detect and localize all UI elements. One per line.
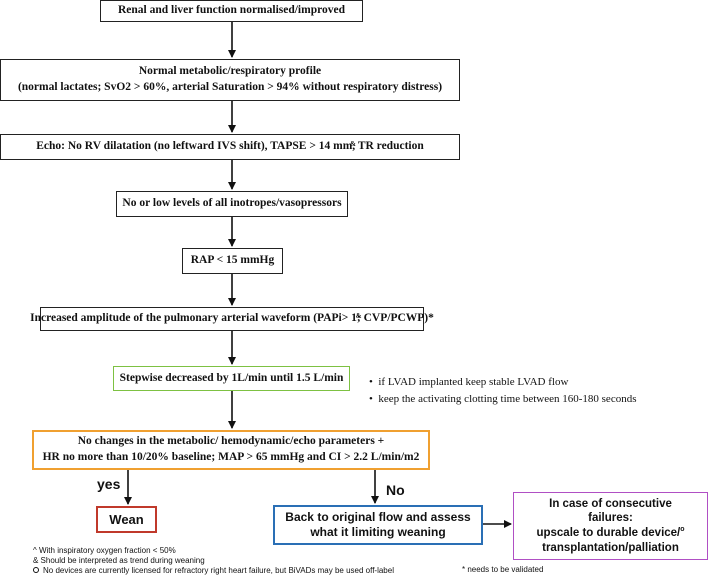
- no-label: No: [386, 482, 405, 498]
- echo-box: Echo: No RV dilatation (no leftward IVS …: [0, 134, 460, 160]
- stepwise-box: Stepwise decreased by 1L/min until 1.5 L…: [113, 366, 350, 391]
- consecutive-failures-box: In case of consecutive failures: upscale…: [513, 492, 708, 560]
- back-to-flow-box: Back to original flow and assess what it…: [273, 505, 483, 545]
- footnote-caret: ^ With inspiratory oxygen fraction < 50%: [33, 546, 176, 555]
- footnote-ampersand: & Should be interpreted as trend during …: [33, 556, 205, 565]
- no-changes-box: No changes in the metabolic/ hemodynamic…: [32, 430, 430, 470]
- footnote-circle: No devices are currently licensed for re…: [33, 566, 394, 575]
- yes-label: yes: [97, 476, 121, 492]
- papi-box: Increased amplitude of the pulmonary art…: [30, 307, 434, 331]
- renal-liver-box: Renal and liver function normalised/impr…: [100, 0, 363, 22]
- bullet-item: • keep the activating clotting time betw…: [369, 393, 637, 405]
- rap-box: RAP < 15 mmHg: [182, 248, 283, 274]
- inotropes-box: No or low levels of all inotropes/vasopr…: [116, 191, 348, 217]
- footnote-asterisk: * needs to be validated: [462, 565, 544, 574]
- metabolic-profile-box: Normal metabolic/respiratory profile (no…: [0, 59, 460, 101]
- circle-marker-icon: [33, 567, 39, 573]
- wean-box: Wean: [96, 506, 157, 533]
- bullet-item: • if LVAD implanted keep stable LVAD flo…: [369, 376, 569, 388]
